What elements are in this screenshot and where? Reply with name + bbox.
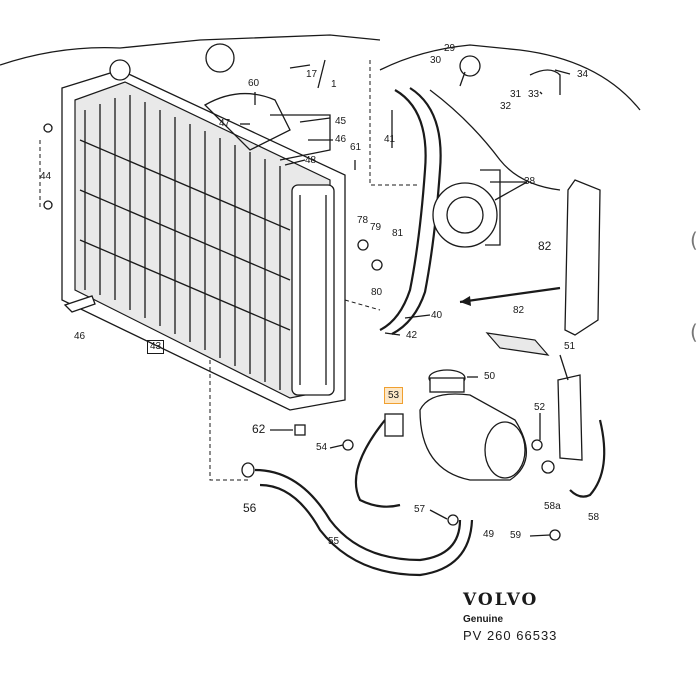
leader-lines	[240, 59, 571, 537]
brand-block: VOLVO Genuine PV 260 66533	[463, 590, 557, 643]
bracket-46	[63, 295, 96, 313]
bracket-82	[564, 179, 601, 336]
callout-82-bracket: 82	[538, 239, 552, 253]
callout-61: 61	[350, 142, 362, 153]
callout-17: 17	[306, 69, 318, 80]
callout-58a: 58a	[544, 501, 561, 512]
fitting-78	[357, 239, 369, 251]
volvo-logo: VOLVO	[463, 590, 539, 610]
bracket-51	[557, 374, 583, 461]
callout-52: 52	[534, 402, 546, 413]
callout-46-fan: 46	[335, 134, 347, 145]
callout-57: 57	[414, 504, 426, 515]
hose-58	[569, 419, 606, 498]
callout-54: 54	[316, 442, 328, 453]
callout-41: 41	[384, 134, 396, 145]
callout-81: 81	[392, 228, 404, 239]
edge-mark-lower: (	[690, 320, 698, 344]
callout-49: 49	[483, 529, 495, 540]
edge-mark-upper: (	[690, 228, 698, 252]
callout-80: 80	[371, 287, 383, 298]
callout-60: 60	[248, 78, 260, 89]
callout-40: 40	[431, 310, 443, 321]
clamp-58a	[541, 460, 555, 474]
callout-1: 1	[331, 79, 337, 90]
callout-48: 48	[305, 155, 317, 166]
callout-33: 33	[528, 89, 540, 100]
callout-29: 29	[444, 43, 456, 54]
callout-47: 47	[219, 118, 231, 129]
callout-59: 59	[510, 530, 522, 541]
radiator-cap	[109, 59, 131, 81]
bolt-54	[342, 439, 354, 451]
callout-55: 55	[328, 536, 340, 547]
label-plate-82	[485, 332, 550, 356]
callout-44: 44	[40, 171, 52, 182]
callout-51: 51	[564, 341, 576, 352]
radiator-side-tank	[291, 184, 335, 396]
callout-62: 62	[252, 422, 266, 436]
bolt-52	[531, 439, 543, 451]
clamp-56	[241, 462, 255, 478]
callout-78: 78	[357, 215, 369, 226]
washer-57	[447, 514, 459, 526]
sensor-30	[459, 55, 481, 77]
callout-79: 79	[370, 222, 382, 233]
callout-45: 45	[335, 116, 347, 127]
callout-56: 56	[243, 501, 257, 515]
callout-32: 32	[500, 101, 512, 112]
callout-31: 31	[510, 89, 522, 100]
callout-34: 34	[577, 69, 589, 80]
fitting-79	[371, 259, 383, 271]
callout-58: 58	[588, 512, 600, 523]
expansion-tank	[419, 393, 528, 481]
radiator-core-fins	[79, 95, 291, 390]
nut-59	[549, 529, 561, 541]
callout-30: 30	[430, 55, 442, 66]
callout-38: 38	[524, 176, 536, 187]
lower-hose	[254, 468, 462, 562]
callout-42: 42	[406, 330, 418, 341]
callout-82-plate: 82	[513, 305, 525, 316]
genuine-label: Genuine	[463, 614, 504, 625]
fitting-33	[529, 69, 561, 95]
bracket-53	[354, 419, 401, 508]
upper-hose	[379, 89, 427, 331]
callout-50: 50	[484, 371, 496, 382]
part-number: PV 260 66533	[463, 628, 558, 643]
callout-53-highlighted[interactable]: 53	[384, 387, 404, 404]
bolt-44-lower	[43, 200, 53, 210]
callout-43: 43	[147, 340, 165, 354]
bolt-44-upper	[43, 123, 53, 133]
nut-62	[294, 424, 306, 436]
callout-46-bracket: 46	[74, 331, 86, 342]
water-pump	[432, 182, 498, 248]
fan	[203, 92, 291, 151]
